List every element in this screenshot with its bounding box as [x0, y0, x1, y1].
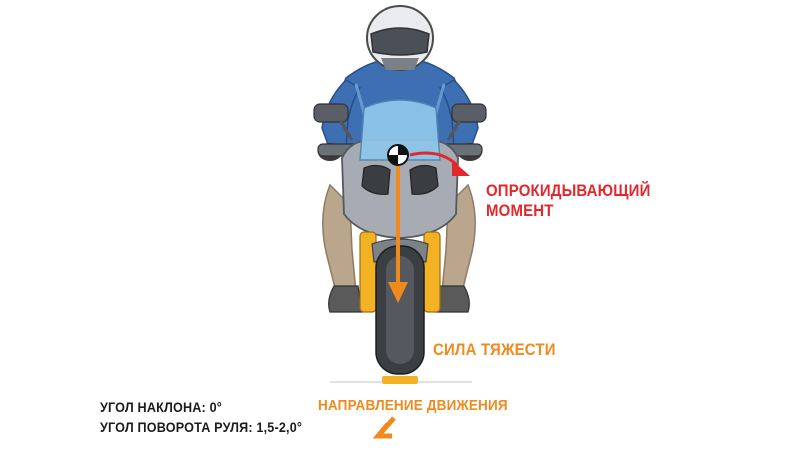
- torque-arrow: [409, 151, 470, 176]
- right-mirror: [451, 103, 487, 123]
- torque-label-line1: ОПРОКИДЫВАЮЩИЙ: [486, 181, 651, 200]
- steer-angle-text: УГОЛ ПОВОРОТА РУЛЯ: 1,5-2,0°: [100, 419, 303, 435]
- lean-angle-text: УГОЛ НАКЛОНА: 0°: [100, 399, 223, 415]
- direction-label: НАПРАВЛЕНИЕ ДВИЖЕНИЯ: [318, 397, 508, 414]
- helmet: [366, 5, 434, 71]
- torque-label-line2: МОМЕНТ: [486, 200, 554, 220]
- right-boot: [435, 285, 470, 313]
- right-headlight: [409, 164, 439, 195]
- left-boot: [328, 285, 363, 313]
- left-mirror: [313, 103, 349, 123]
- gravity-arrow: [388, 166, 408, 303]
- contact-patch: [382, 376, 418, 384]
- center-of-gravity-marker: [387, 144, 409, 166]
- parameters-block: УГОЛ НАКЛОНА: 0° УГОЛ ПОВОРОТА РУЛЯ: 1,5…: [100, 397, 302, 437]
- left-headlight: [361, 164, 391, 195]
- overturning-moment-label: ОПРОКИДЫВАЮЩИЙ МОМЕНТ: [486, 181, 651, 220]
- gravity-label: СИЛА ТЯЖЕСТИ: [433, 340, 556, 359]
- windscreen: [359, 99, 441, 161]
- direction-arrow: [372, 416, 396, 439]
